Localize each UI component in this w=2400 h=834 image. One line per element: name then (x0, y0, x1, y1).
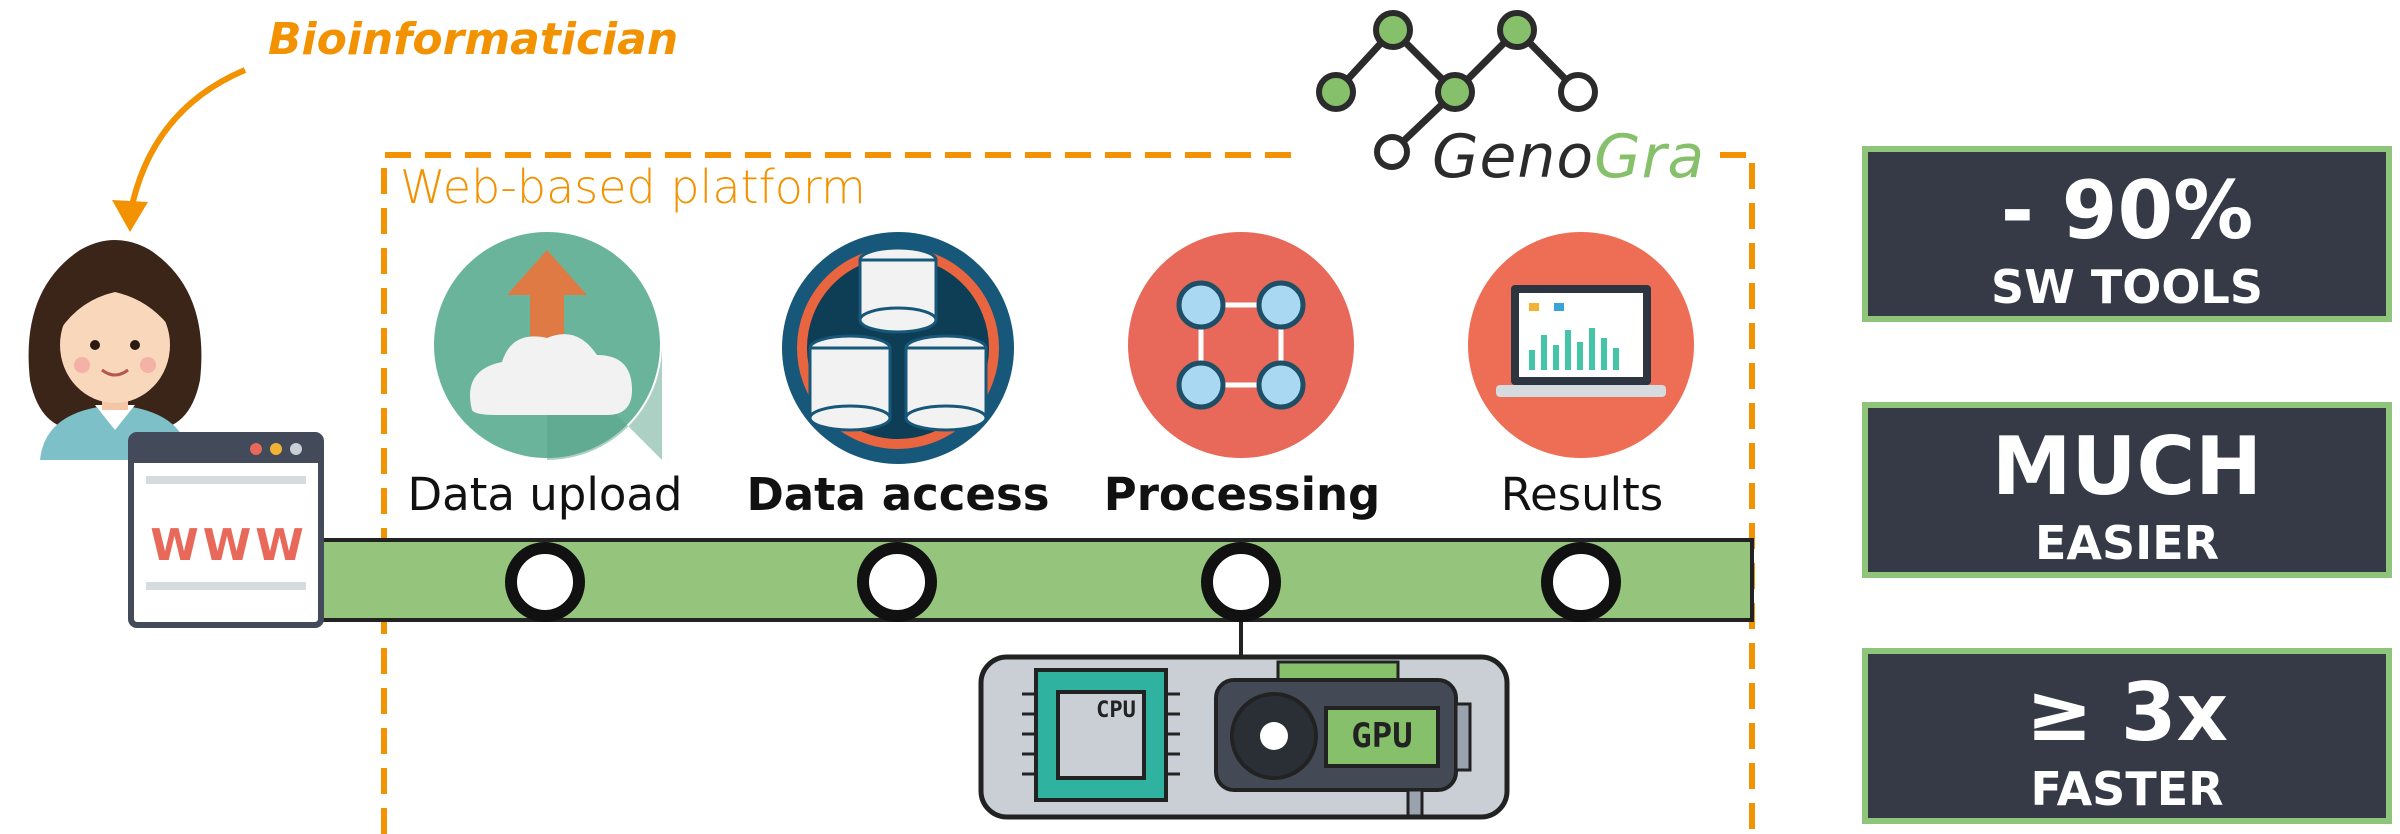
gpu-card-icon (1214, 660, 1472, 818)
curved-arrow (127, 67, 247, 216)
timeline-node-data-upload (505, 542, 585, 622)
timeline-node-processing (1201, 542, 1281, 622)
role-label: Bioinformatician (268, 14, 679, 65)
cpu-label: CPU (1096, 698, 1136, 723)
browser-window-icon (128, 432, 324, 628)
brand-part2: Gra (1594, 122, 1706, 192)
stat-main: MUCH (1991, 420, 2263, 513)
arrow-head (112, 200, 148, 232)
timeline-node-data-access (857, 542, 937, 622)
stat-sub: SW TOOLS (1991, 260, 2263, 314)
stat-value: 3x (2120, 666, 2229, 759)
stat-box-faster: ≥ 3x FASTER (1862, 648, 2392, 824)
person-avatar-icon (28, 240, 202, 460)
stat-sub: FASTER (2030, 762, 2224, 816)
stat-box-easier: MUCH EASIER (1862, 402, 2392, 578)
platform-boundary (381, 152, 1305, 834)
platform-label: Web-based platform (400, 160, 866, 214)
timeline-node-results (1541, 542, 1621, 622)
laptop-chart-icon (1468, 232, 1694, 458)
database-icon (782, 232, 1014, 464)
stat-prefix: ≥ (2025, 666, 2093, 759)
hardware-panel (978, 654, 1510, 820)
brand-name: GenoGra (1432, 122, 1705, 192)
genogra-logo-icon (1316, 10, 1598, 170)
cloud-upload-icon (434, 232, 662, 460)
cpu-chip-icon (1022, 668, 1180, 802)
stat-main: - 90% (2000, 164, 2254, 257)
stat-sub: EASIER (2034, 516, 2220, 570)
brand-part1: Geno (1432, 122, 1595, 192)
step-label-data-access: Data access (746, 468, 1050, 521)
gpu-label: GPU (1351, 716, 1413, 756)
step-label-data-upload: Data upload (407, 468, 683, 521)
gears-network-icon (1128, 232, 1354, 458)
stat-main: ≥ 3x (1868, 668, 2386, 758)
browser-www-text: WWW (150, 520, 308, 571)
step-label-processing: Processing (1103, 468, 1381, 521)
step-label-results: Results (1500, 468, 1664, 521)
stat-box-sw-tools: - 90% SW TOOLS (1862, 146, 2392, 322)
